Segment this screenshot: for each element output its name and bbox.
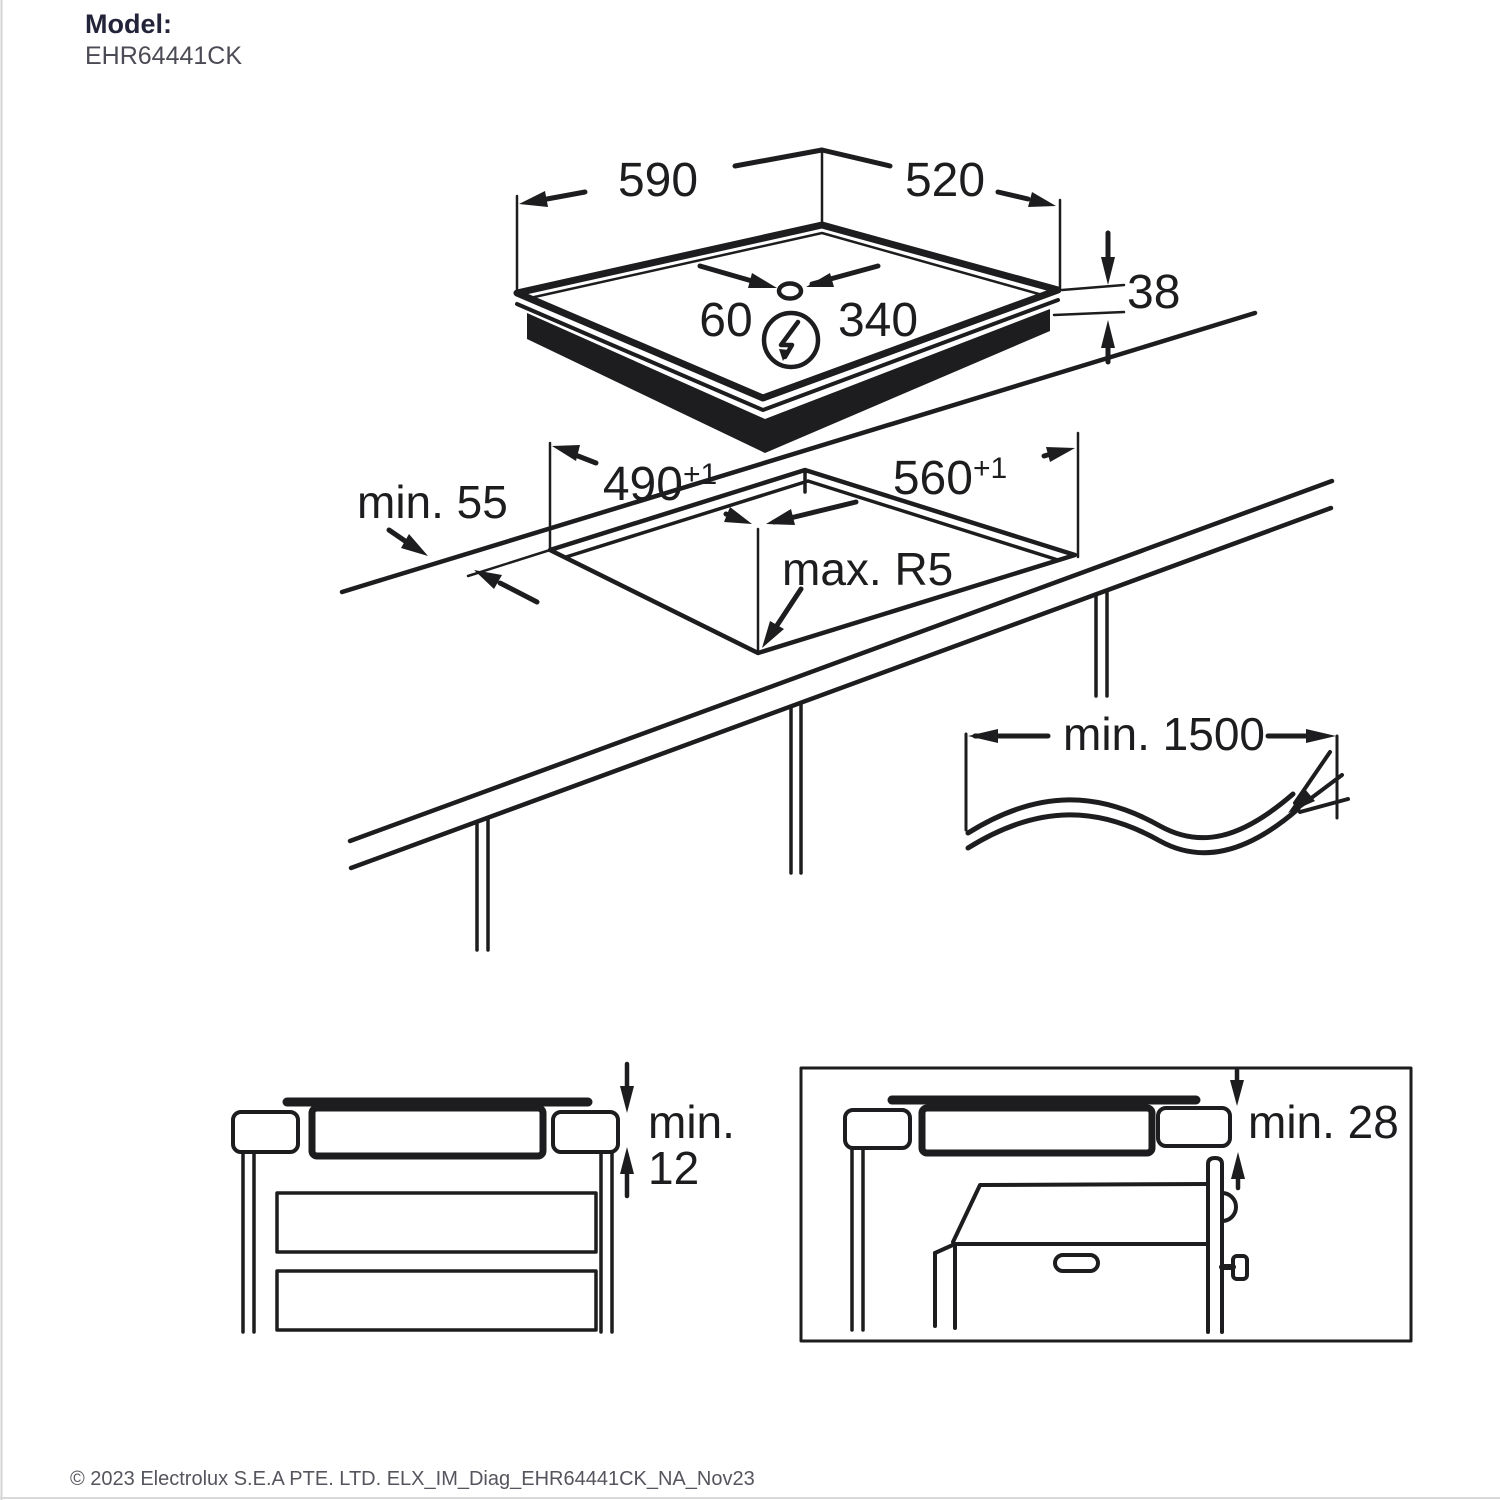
glass-edge-line: [515, 298, 1060, 412]
arrowhead-icon: [401, 534, 428, 556]
hob-depth-label: 520: [905, 154, 985, 207]
cable-entry-gland: [776, 281, 804, 301]
diagram-frame: [799, 1066, 1413, 1343]
arrowhead-icon: [474, 570, 502, 589]
dim-cutout-width-560: 560+1: [766, 447, 1075, 525]
power-connection-icon: [761, 310, 821, 370]
mains-cable: [965, 750, 1350, 856]
cable-length-diagram: min. 1500: [964, 708, 1350, 856]
cutout-outline: [547, 467, 1078, 656]
header: Model: EHR64441CK: [85, 9, 242, 70]
arrowhead-icon: [724, 507, 752, 524]
wire-strand: [1293, 750, 1332, 805]
drawer-front: [275, 1191, 598, 1254]
hob-width-label: 590: [618, 154, 698, 207]
worktop-slab-right: [551, 1110, 620, 1154]
arrowhead-icon: [1028, 192, 1056, 207]
dim-cable-offset-340: 340: [806, 263, 918, 347]
dim-under-hob-clearance: min. 12: [620, 1061, 735, 1199]
arrowhead-icon: [552, 445, 580, 461]
dim-cable-offset-60: 60: [697, 263, 777, 347]
arrowhead-icon: [620, 1147, 634, 1174]
arrowhead-icon: [620, 1086, 634, 1113]
dim-oven-clearance: min. 28: [1230, 1067, 1399, 1191]
worktop-front-edge: [347, 478, 1335, 844]
wire-strand: [1298, 797, 1350, 814]
worktop-slab-left: [843, 1108, 912, 1150]
dim-cutout-depth-490: 490+1: [552, 445, 752, 524]
arrowhead-icon: [1306, 729, 1336, 743]
cabinet-side-left: [850, 1146, 865, 1332]
dim-edge-clearance-55: min. 55: [357, 476, 540, 605]
worktop-diagram: 490+1 560+1 min. 55 max. R5: [339, 310, 1335, 952]
lightning-bolt-icon: [778, 319, 801, 360]
copyright-line: © 2023 Electrolux S.E.A PTE. LTD. ELX_IM…: [70, 1468, 755, 1490]
cutout-depth-label: 490+1: [603, 458, 717, 511]
oven-installation-diagram: min. 28: [799, 1066, 1413, 1343]
worktop-section-diagram: min. 12: [231, 1061, 735, 1334]
worktop-back-edge: [339, 310, 1258, 595]
cable-offset-right-label: 340: [838, 294, 918, 347]
edge-clearance-label: min. 55: [357, 476, 508, 528]
hob-isometric-diagram: 590 520 60 340: [513, 147, 1180, 453]
arrowhead-icon: [519, 191, 548, 207]
model-label: Model:: [85, 9, 172, 39]
clearance-word-label: min.: [648, 1096, 735, 1148]
built-under-oven: [933, 1156, 1249, 1334]
oven-handle: [1053, 1253, 1100, 1273]
arrowhead-icon: [806, 273, 834, 287]
oven-dial-bulge: [1220, 1191, 1238, 1223]
oven-rear-panel: [1206, 1156, 1224, 1334]
drawer-front: [275, 1269, 598, 1332]
oven-knob: [1219, 1254, 1249, 1281]
worktop-slab-left: [231, 1110, 300, 1154]
cabinet-leg: [1094, 589, 1109, 698]
cabinet-leg: [475, 816, 490, 952]
cabinet-side-right: [599, 1150, 614, 1334]
hob-body-tub: [918, 1104, 1156, 1157]
arrowhead-icon: [1230, 1080, 1244, 1106]
arrowhead-icon: [1101, 257, 1115, 285]
arrowhead-icon: [748, 273, 777, 288]
worktop-front-edge-lower: [348, 505, 1334, 871]
arrowhead-icon: [968, 729, 998, 743]
arrowhead-icon: [1101, 320, 1115, 348]
model-number: EHR64441CK: [85, 42, 242, 70]
arrowhead-icon: [1288, 789, 1315, 813]
hob-base-band: [527, 309, 1050, 453]
dim-height-38: 38: [1052, 230, 1180, 365]
cabinet-side-left: [241, 1150, 256, 1334]
oven-clearance-label: min. 28: [1248, 1096, 1399, 1148]
clearance-value-label: 12: [648, 1142, 699, 1194]
glass-bevel-line: [528, 231, 1048, 300]
cable-offset-left-label: 60: [699, 294, 752, 347]
dim-depth-520: 520: [819, 147, 1056, 207]
corner-radius-label: max. R5: [782, 543, 953, 595]
cabinet-leg: [789, 701, 803, 875]
hob-body-tub: [308, 1104, 547, 1160]
dim-width-590: 590: [519, 147, 825, 207]
arrowhead-icon: [762, 621, 784, 648]
arrowhead-icon: [1231, 1152, 1245, 1179]
cable-length-label: min. 1500: [1063, 708, 1265, 760]
hob-height-label: 38: [1127, 266, 1180, 319]
oven-front-bevel: [933, 1242, 957, 1255]
cutout-width-label: 560+1: [893, 452, 1007, 505]
oven-top: [951, 1182, 1209, 1244]
worktop-slab-right: [1156, 1106, 1232, 1148]
dim-corner-radius: max. R5: [762, 543, 953, 648]
arrowhead-icon: [1046, 447, 1075, 462]
cutout-inner-rim: [564, 479, 1060, 562]
